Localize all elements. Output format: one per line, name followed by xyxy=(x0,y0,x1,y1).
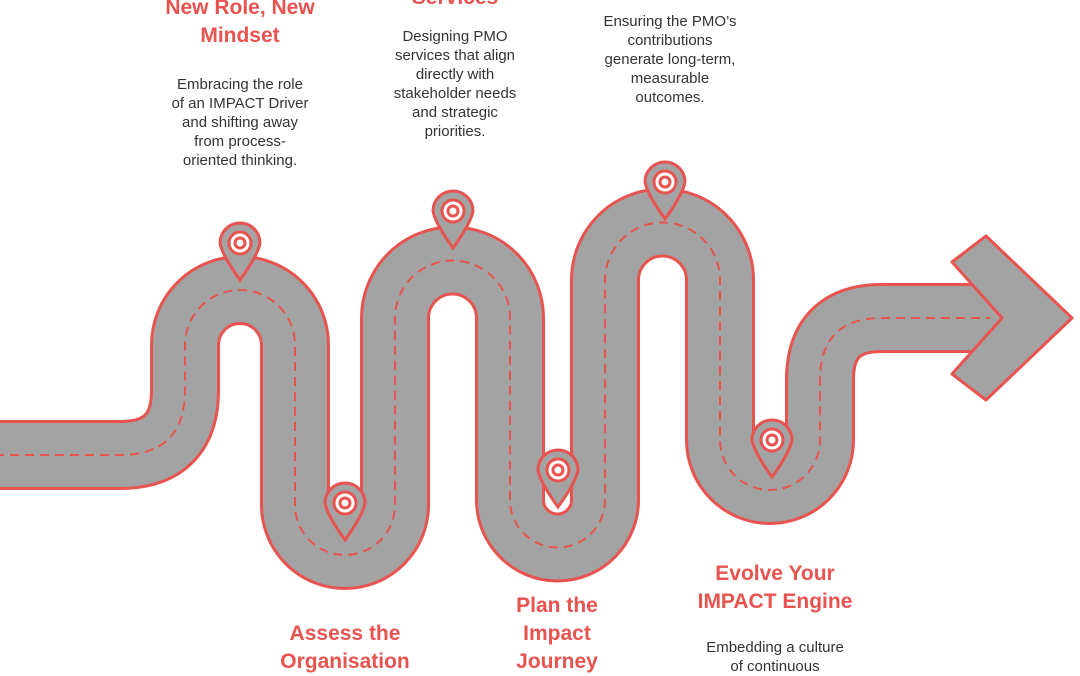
description-line: measurable xyxy=(630,70,710,87)
map-pin-icon xyxy=(536,448,580,510)
description-line: oriented thinking. xyxy=(182,152,298,169)
map-pin-icon xyxy=(643,160,687,222)
description-line: from process- xyxy=(194,133,286,150)
title-line: Journey xyxy=(516,650,598,673)
description-line: Embracing the role xyxy=(177,76,303,93)
description-line: directly with xyxy=(415,66,495,83)
description-line: outcomes. xyxy=(635,89,705,106)
description-line: Ensuring the PMO’s xyxy=(603,13,737,30)
description-line: and shifting away xyxy=(182,114,298,131)
description-line: stakeholder needs xyxy=(393,85,517,102)
title-line: New Role, New xyxy=(165,0,315,19)
title-line: Plan the xyxy=(516,594,598,617)
description-line: services that align xyxy=(394,47,516,64)
step-6-description: Embedding a culture of continuous xyxy=(665,638,885,676)
description-line: Embedding a culture xyxy=(706,639,844,656)
map-pin-icon xyxy=(323,481,367,543)
description-line: of continuous xyxy=(730,658,820,675)
description-line: and strategic xyxy=(412,104,498,121)
title-line: Assess the xyxy=(289,622,401,645)
step-3-description: Designing PMO services that align directly… xyxy=(345,27,565,141)
title-line: Mindset xyxy=(200,24,280,47)
description-line: priorities. xyxy=(424,123,486,140)
description-line: contributions xyxy=(627,32,713,49)
map-pin-icon xyxy=(431,189,475,251)
step-1-description: Embracing the role of an IMPACT Driver and… xyxy=(135,75,345,170)
description-line: of an IMPACT Driver xyxy=(171,95,309,112)
title-line: Services xyxy=(345,0,565,12)
road-arrowhead xyxy=(950,234,1074,402)
description-line: Designing PMO xyxy=(402,28,508,45)
title-line: IMPACT Engine xyxy=(697,590,853,613)
title-line: Evolve Your xyxy=(715,562,835,585)
road-center-line xyxy=(0,221,990,556)
map-pin-icon xyxy=(750,418,794,480)
map-pin-icon xyxy=(218,221,262,283)
title-line: Organisation xyxy=(280,650,410,673)
description-line: generate long-term, xyxy=(604,51,736,68)
step-3-title: Services xyxy=(345,0,565,12)
step-5-description: Ensuring the PMO’s contributions generate … xyxy=(560,12,780,107)
title-line: Impact xyxy=(523,622,591,645)
